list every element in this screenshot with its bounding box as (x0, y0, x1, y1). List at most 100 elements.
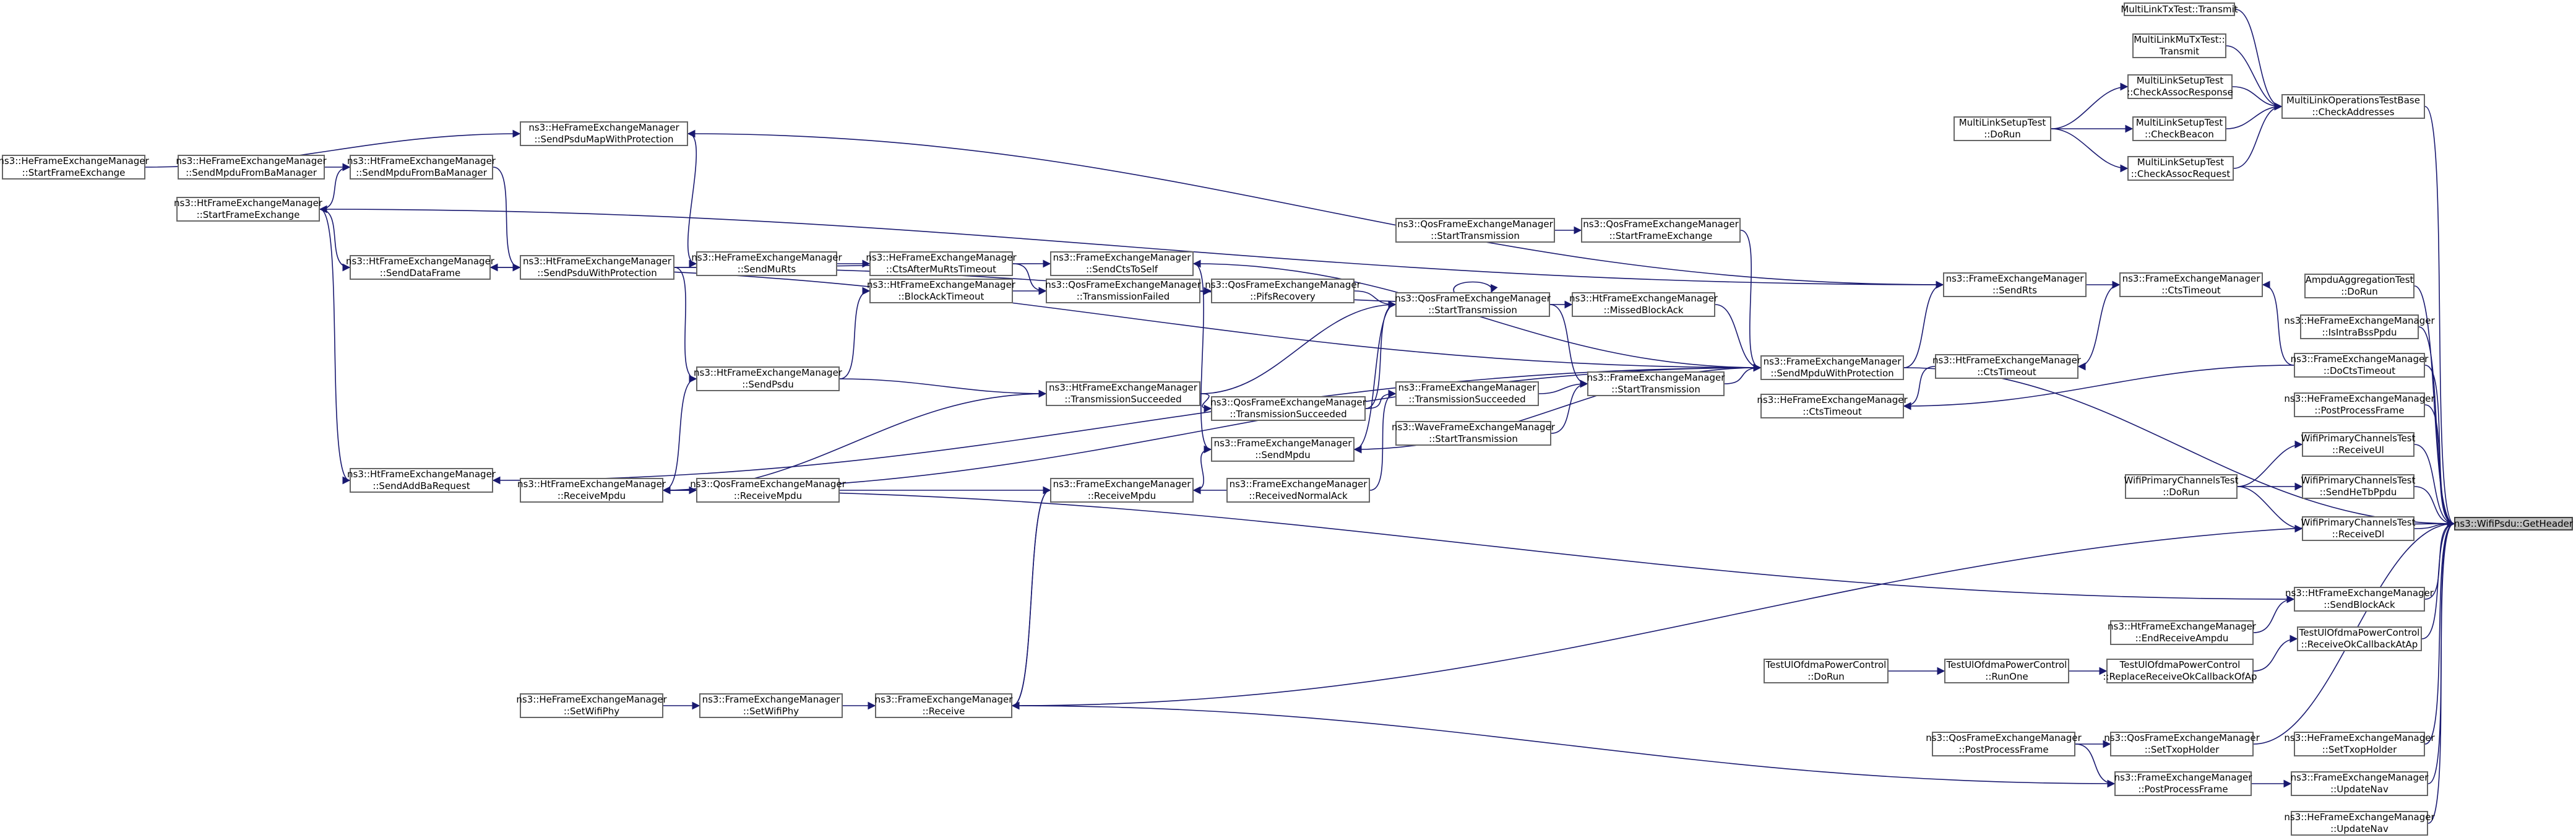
node-label: ::CtsTimeout (2161, 285, 2221, 296)
node-feDoCtsTimeout[interactable]: ns3::FrameExchangeManager::DoCtsTimeout (2291, 353, 2428, 378)
node-gethdr[interactable]: ns3::WifiPsdu::GetHeader (2454, 517, 2573, 530)
node-heSetWifiPhy[interactable]: ns3::HeFrameExchangeManager::SetWifiPhy (516, 693, 667, 718)
node-label: ::SetWifiPhy (563, 706, 620, 717)
node-htBlockAckTimeout[interactable]: ns3::HtFrameExchangeManager::BlockAckTim… (867, 279, 1015, 303)
edge-qosStartFe-to-feSendMpduProt (1740, 230, 1762, 372)
node-heCtsTimeout[interactable]: ns3::HeFrameExchangeManager::CtsTimeout (1757, 394, 1908, 418)
node-htCtsTimeout[interactable]: ns3::HtFrameExchangeManager::CtsTimeout (1932, 354, 2081, 379)
node-qosStartFe[interactable]: ns3::QosFrameExchangeManager::StartFrame… (1581, 218, 1741, 243)
node-mlsdorun[interactable]: MultiLinkSetupTest::DoRun (1954, 116, 2051, 141)
node-htSendPsdu[interactable]: ns3::HtFrameExchangeManager::SendPsdu (694, 366, 842, 391)
node-label: ::UpdateNav (2330, 823, 2389, 834)
edge-qosStartTx2-to-feSendMpdu (1353, 304, 1396, 454)
edge-htSendPsdu-to-htReceiveMpdu (662, 378, 697, 495)
node-feUpdateNav[interactable]: ns3::FrameExchangeManager::UpdateNav (2291, 771, 2428, 796)
node-mlocheck[interactable]: MultiLinkOperationsTestBase::CheckAddres… (2281, 94, 2425, 119)
node-label: MultiLinkSetupTest (2136, 75, 2224, 86)
node-tulRunOne[interactable]: TestUlOfdmaPowerControl::RunOne (1944, 659, 2069, 683)
node-tulDoRun[interactable]: TestUlOfdmaPowerControl::DoRun (1764, 659, 1889, 683)
node-label: ::MissedBlockAck (1603, 305, 1684, 316)
node-tulReplace[interactable]: TestUlOfdmaPowerControl::ReplaceReceiveO… (2103, 659, 2257, 683)
node-heIsIntraBss[interactable]: ns3::HeFrameExchangeManager::IsIntraBssP… (2284, 314, 2435, 339)
node-qosStartTx1[interactable]: ns3::QosFrameExchangeManager::StartTrans… (1395, 218, 1555, 243)
node-label: ::CheckAddresses (2312, 106, 2395, 118)
node-qosStartTx2[interactable]: ns3::QosFrameExchangeManager::StartTrans… (1395, 292, 1551, 317)
edge-wpcDoRun-to-wpcReceiveDl (2237, 486, 2303, 533)
node-heSendMpduBa[interactable]: ns3::HeFrameExchangeManager::SendMpduFro… (176, 155, 327, 180)
node-mlotx[interactable]: MultiLinkTxTest::Transmit (2121, 2, 2238, 16)
node-heSendMuRts[interactable]: ns3::HeFrameExchangeManager::SendMuRts (691, 251, 842, 276)
node-qosTxFailed[interactable]: ns3::QosFrameExchangeManager::Transmissi… (1045, 279, 1201, 303)
node-htMissedBlockAck[interactable]: ns3::HtFrameExchangeManager::MissedBlock… (1569, 292, 1718, 317)
node-htSendPsduProt[interactable]: ns3::HtFrameExchangeManager::SendPsduWit… (520, 255, 674, 280)
node-label: ns3::HtFrameExchangeManager (2285, 587, 2434, 599)
node-hePostProcess[interactable]: ns3::HeFrameExchangeManager::PostProcess… (2284, 392, 2435, 417)
node-qosPifs[interactable]: ns3::QosFrameExchangeManager::PifsRecove… (1205, 279, 1361, 303)
edge-htSendMpduBa-to-htSendPsduProt (493, 167, 521, 272)
node-htStartFe[interactable]: ns3::HtFrameExchangeManager::StartFrameE… (174, 197, 322, 222)
node-label: ::ReceiveMpdu (1087, 490, 1157, 501)
node-heSetTxop[interactable]: ns3::HeFrameExchangeManager::SetTxopHold… (2284, 732, 2435, 756)
node-wpcReceiveDl[interactable]: WifiPrimaryChannelsTest::ReceiveDl (2301, 516, 2416, 541)
node-ampduDoRun[interactable]: AmpduAggregationTest::DoRun (2304, 274, 2414, 298)
node-mlsassocreq[interactable]: MultiLinkSetupTest::CheckAssocRequest (2127, 156, 2234, 181)
node-wpcSendHeTb[interactable]: WifiPrimaryChannelsTest::SendHeTbPpdu (2301, 474, 2416, 499)
node-label: ::SendMuRts (737, 264, 796, 275)
node-feReceiveMpdu[interactable]: ns3::FrameExchangeManager::ReceiveMpdu (1050, 478, 1194, 503)
node-htReceiveMpdu[interactable]: ns3::HtFrameExchangeManager::ReceiveMpdu (517, 478, 666, 503)
node-htSendAddBa[interactable]: ns3::HtFrameExchangeManager::SendAddBaRe… (347, 468, 496, 493)
node-wpcDoRun[interactable]: WifiPrimaryChannelsTest::DoRun (2124, 474, 2239, 499)
node-mlsassocresp[interactable]: MultiLinkSetupTest::CheckAssocResponse (2127, 74, 2233, 99)
node-tulReceiveOk[interactable]: TestUlOfdmaPowerControl::ReceiveOkCallba… (2297, 626, 2422, 651)
node-feSendCtsToSelf[interactable]: ns3::FrameExchangeManager::SendCtsToSelf (1050, 251, 1194, 276)
node-label: ::EndReceiveAmpdu (2135, 633, 2229, 644)
node-feReceive[interactable]: ns3::FrameExchangeManager::Receive (875, 693, 1012, 718)
node-wpcReceiveUl[interactable]: WifiPrimaryChannelsTest::ReceiveUl (2301, 432, 2416, 457)
node-feSendMpdu[interactable]: ns3::FrameExchangeManager::SendMpdu (1211, 437, 1355, 462)
edge-htStartFe-to-htSendAddBa (319, 209, 351, 485)
node-htTxSucceeded[interactable]: ns3::HtFrameExchangeManager::Transmissio… (1046, 381, 1200, 406)
node-feSetWifiPhy[interactable]: ns3::FrameExchangeManager::SetWifiPhy (699, 693, 843, 718)
node-heCtsAfterMuRts[interactable]: ns3::HeFrameExchangeManager::CtsAfterMuR… (866, 251, 1017, 276)
node-label: ::SendMpduWithProtection (1770, 368, 1894, 379)
node-htSendDataFrame[interactable]: ns3::HtFrameExchangeManager::SendDataFra… (346, 255, 494, 280)
node-label: ::BlockAckTimeout (898, 291, 984, 302)
edge-wpcDoRun-to-wpcReceiveUl (2237, 440, 2303, 487)
node-label: ns3::HeFrameExchangeManager (516, 694, 667, 705)
node-feSendRts[interactable]: ns3::FrameExchangeManager::SendRts (1943, 272, 2087, 297)
node-label: ::StartTransmission (1431, 230, 1520, 241)
node-label: ns3::HeFrameExchangeManager (2284, 393, 2435, 404)
node-mlmutx[interactable]: MultiLinkMuTxTest::Transmit (2132, 33, 2226, 58)
node-label: WifiPrimaryChannelsTest (2301, 433, 2416, 444)
node-label: ::PostProcessFrame (1958, 744, 2049, 755)
node-heUpdateNav[interactable]: ns3::HeFrameExchangeManager::UpdateNav (2284, 811, 2435, 836)
node-waveStartTx[interactable]: ns3::WaveFrameExchangeManager::StartTran… (1392, 421, 1555, 446)
node-feStartTx[interactable]: ns3::FrameExchangeManager::StartTransmis… (1587, 371, 1725, 396)
node-qosSetTxop[interactable]: ns3::QosFrameExchangeManager::SetTxopHol… (2104, 732, 2260, 756)
node-label: ::StartTransmission (1429, 433, 1518, 444)
node-qosTxSucceeded[interactable]: ns3::QosFrameExchangeManager::Transmissi… (1210, 396, 1366, 421)
node-feSendMpduProt[interactable]: ns3::FrameExchangeManager::SendMpduWithP… (1760, 355, 1904, 380)
node-feTxSucceeded[interactable]: ns3::FrameExchangeManager::TransmissionS… (1395, 381, 1539, 406)
node-qosReceiveMpdu[interactable]: ns3::QosFrameExchangeManager::ReceiveMpd… (690, 478, 846, 503)
node-label: ::SendCtsToSelf (1085, 264, 1158, 275)
node-label: ns3::QosFrameExchangeManager (1205, 279, 1361, 290)
node-mlsbeacon[interactable]: MultiLinkSetupTest::CheckBeacon (2132, 116, 2226, 141)
node-label: ::SendMpduFromBaManager (356, 167, 487, 178)
node-feCtsTimeout[interactable]: ns3::FrameExchangeManager::CtsTimeout (2119, 272, 2263, 297)
node-fePostProcess[interactable]: ns3::FrameExchangeManager::PostProcessFr… (2114, 771, 2252, 796)
node-heStartFe[interactable]: ns3::HeFrameExchangeManager::StartFrameE… (0, 155, 149, 180)
node-htSendBlockAck[interactable]: ns3::HtFrameExchangeManager::SendBlockAc… (2285, 587, 2434, 612)
node-qosPostProcess[interactable]: ns3::QosFrameExchangeManager::PostProces… (1926, 732, 2082, 756)
node-label: TestUlOfdmaPowerControl (1765, 659, 1887, 670)
edge-mlsdorun-to-mlsassocresp (2051, 82, 2129, 129)
edge-feSendRts-to-heSendPsduMap (687, 129, 1944, 285)
node-feReceivedNormalAck[interactable]: ns3::FrameExchangeManager::ReceivedNorma… (1226, 478, 1370, 503)
node-htSendMpduBa[interactable]: ns3::HtFrameExchangeManager::SendMpduFro… (347, 155, 496, 180)
node-label: ns3::FrameExchangeManager (874, 694, 1013, 705)
node-htEndReceiveAmpdu[interactable]: ns3::HtFrameExchangeManager::EndReceiveA… (2108, 620, 2256, 645)
node-heSendPsduMap[interactable]: ns3::HeFrameExchangeManager::SendPsduMap… (520, 121, 688, 146)
edge-heCtsAfterMuRts-to-qosTxFailed (1012, 263, 1047, 295)
edge-htSendPsdu-to-htBlockAckTimeout (839, 287, 871, 379)
edge-htMissedBlockAck-to-feSendMpduProt (1715, 304, 1762, 372)
